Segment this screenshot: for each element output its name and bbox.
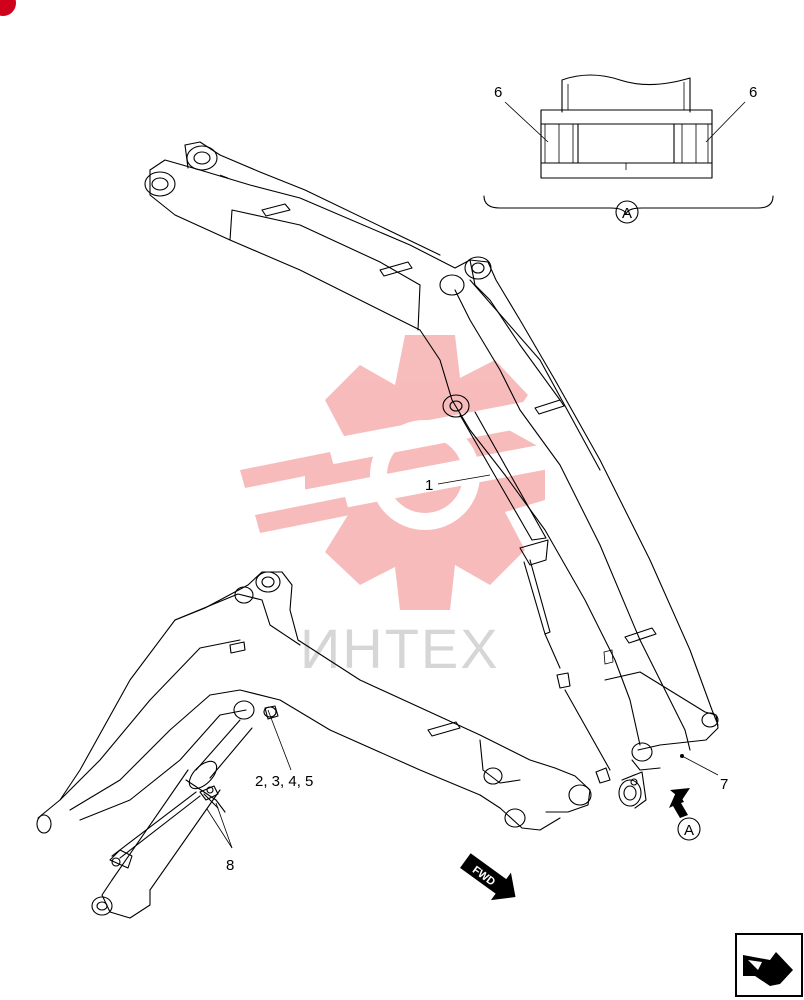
forward-arrow-icon: FWD	[460, 853, 516, 901]
leader-8a	[215, 802, 233, 849]
callout-1: 1	[425, 477, 433, 494]
view-a-arrow-icon	[669, 788, 701, 841]
callout-a-arrow: A	[684, 822, 694, 839]
leader-1	[437, 474, 491, 485]
detail-view-a	[483, 74, 774, 224]
callout-2-3-4-5: 2, 3, 4, 5	[255, 773, 313, 790]
upper-boom	[144, 141, 719, 771]
leader-7	[681, 755, 719, 776]
callout-a-detail: A	[622, 205, 632, 222]
lower-boom	[36, 571, 592, 834]
leader-8b	[206, 808, 233, 849]
callout-7: 7	[720, 776, 728, 793]
watermark-text: ИНТЕХ	[300, 617, 500, 680]
boom-cylinder	[91, 705, 279, 919]
callout-8: 8	[226, 857, 234, 874]
leader-2-5	[267, 709, 292, 771]
bushing-right	[681, 123, 697, 164]
bushing-left	[558, 123, 574, 164]
callout-6-left: 6	[494, 84, 502, 101]
corner-mark-icon	[0, 0, 16, 16]
next-page-arrow-icon[interactable]	[735, 933, 803, 997]
callout-6-right: 6	[749, 84, 757, 101]
watermark-logo	[240, 335, 570, 610]
arm-cylinder	[459, 411, 647, 809]
